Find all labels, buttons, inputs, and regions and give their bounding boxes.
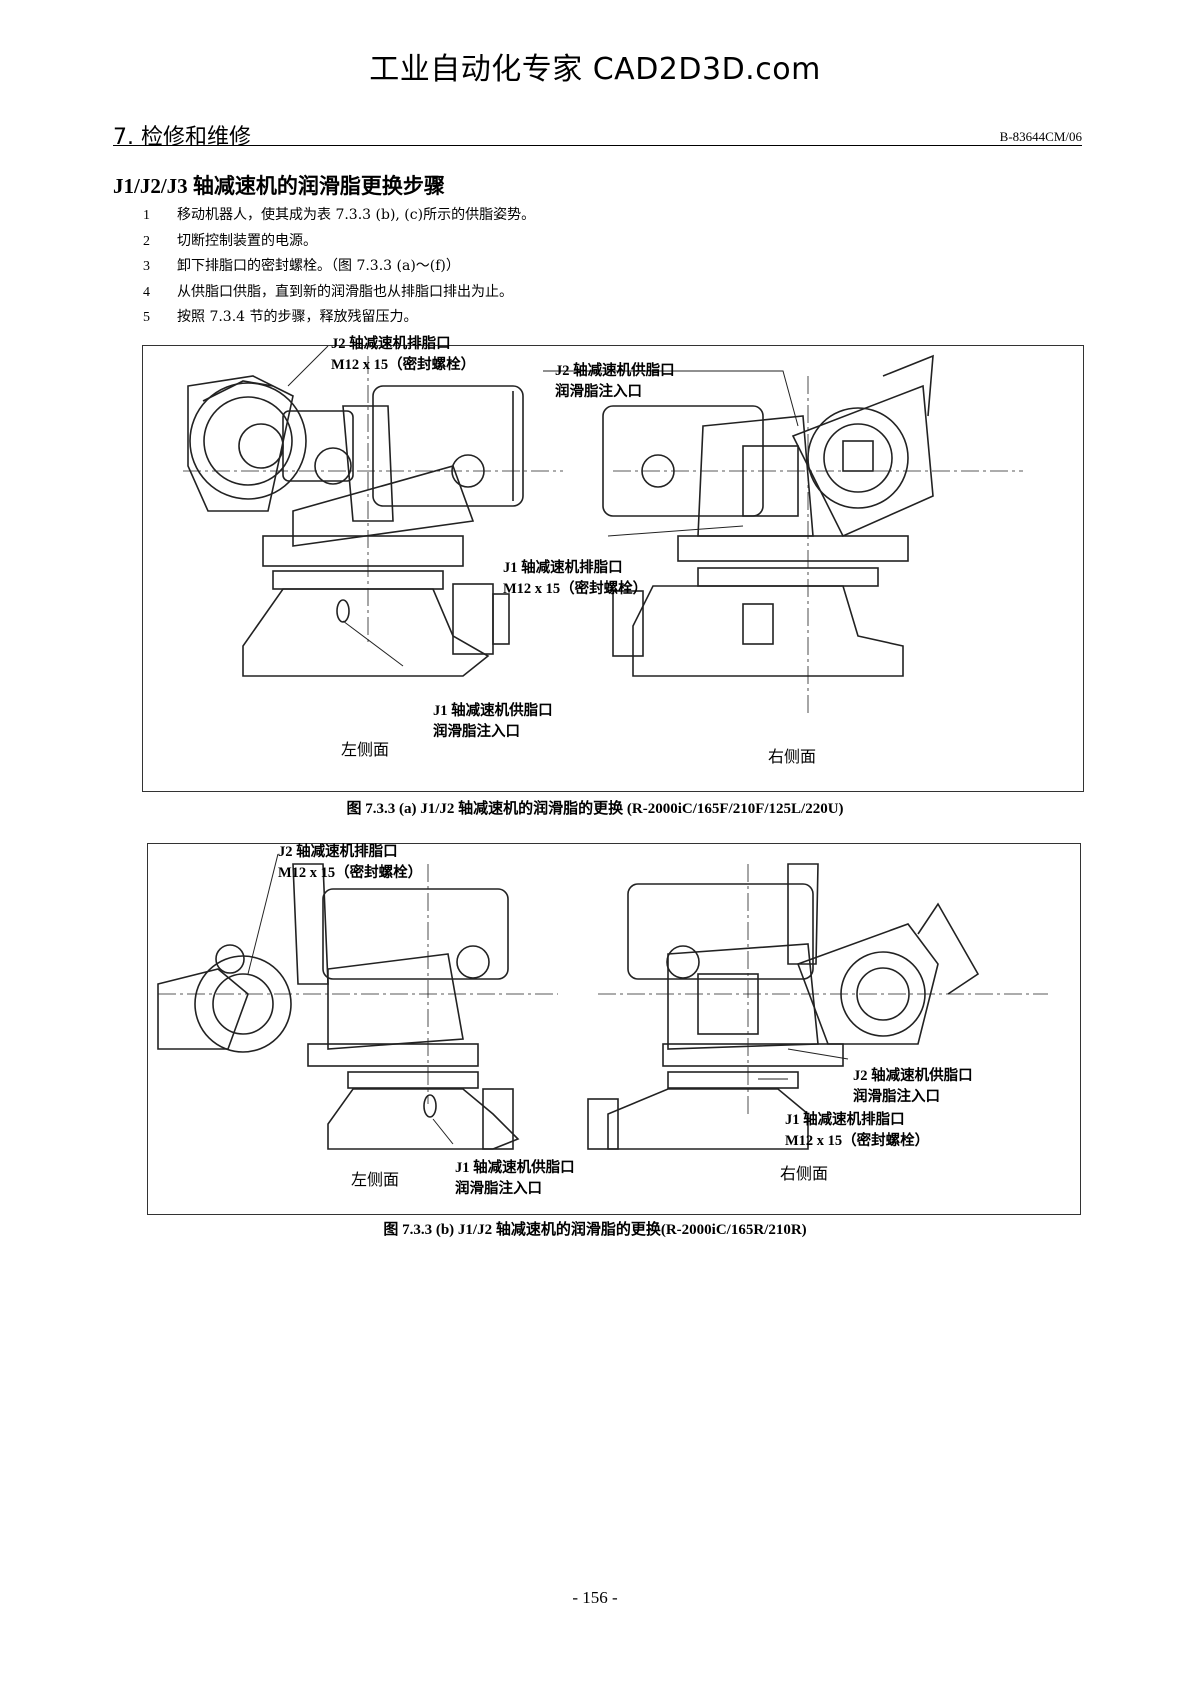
watermark-title: 工业自动化专家 CAD2D3D.com (369, 52, 821, 87)
fig-a-right-side-label: 右侧面 (768, 747, 817, 766)
fig-a-j2-supply-label: J2 轴减速机供脂口润滑脂注入口 (555, 363, 675, 400)
figure-a-drawing (183, 346, 1023, 716)
figure-a-caption: 图 7.3.3 (a) J1/J2 轴减速机的润滑脂的更换 (R-2000iC/… (346, 801, 844, 817)
section-title: J1/J2/J3 轴减速机的润滑脂更换步骤 (113, 174, 445, 198)
page-number: - 156 - (572, 1588, 618, 1607)
fig-b-j2-supply-label: J2 轴减速机供脂口润滑脂注入口 (853, 1068, 973, 1105)
document-number: B-83644CM/06 (999, 129, 1082, 144)
header-rule (113, 145, 1082, 146)
fig-b-right-side-label: 右侧面 (780, 1164, 829, 1183)
figure-b-caption: 图 7.3.3 (b) J1/J2 轴减速机的润滑脂的更换(R-2000iC/1… (383, 1222, 807, 1238)
fig-b-j1-supply-label: J1 轴减速机供脂口润滑脂注入口 (455, 1160, 575, 1197)
figure-b-drawing (157, 853, 1048, 1150)
fig-b-left-side-label: 左侧面 (351, 1170, 400, 1189)
chapter-heading: 7. 检修和维修 (113, 125, 251, 150)
fig-a-j1-supply-label: J1 轴减速机供脂口润滑脂注入口 (433, 703, 553, 740)
fig-a-left-side-label: 左侧面 (341, 740, 390, 759)
